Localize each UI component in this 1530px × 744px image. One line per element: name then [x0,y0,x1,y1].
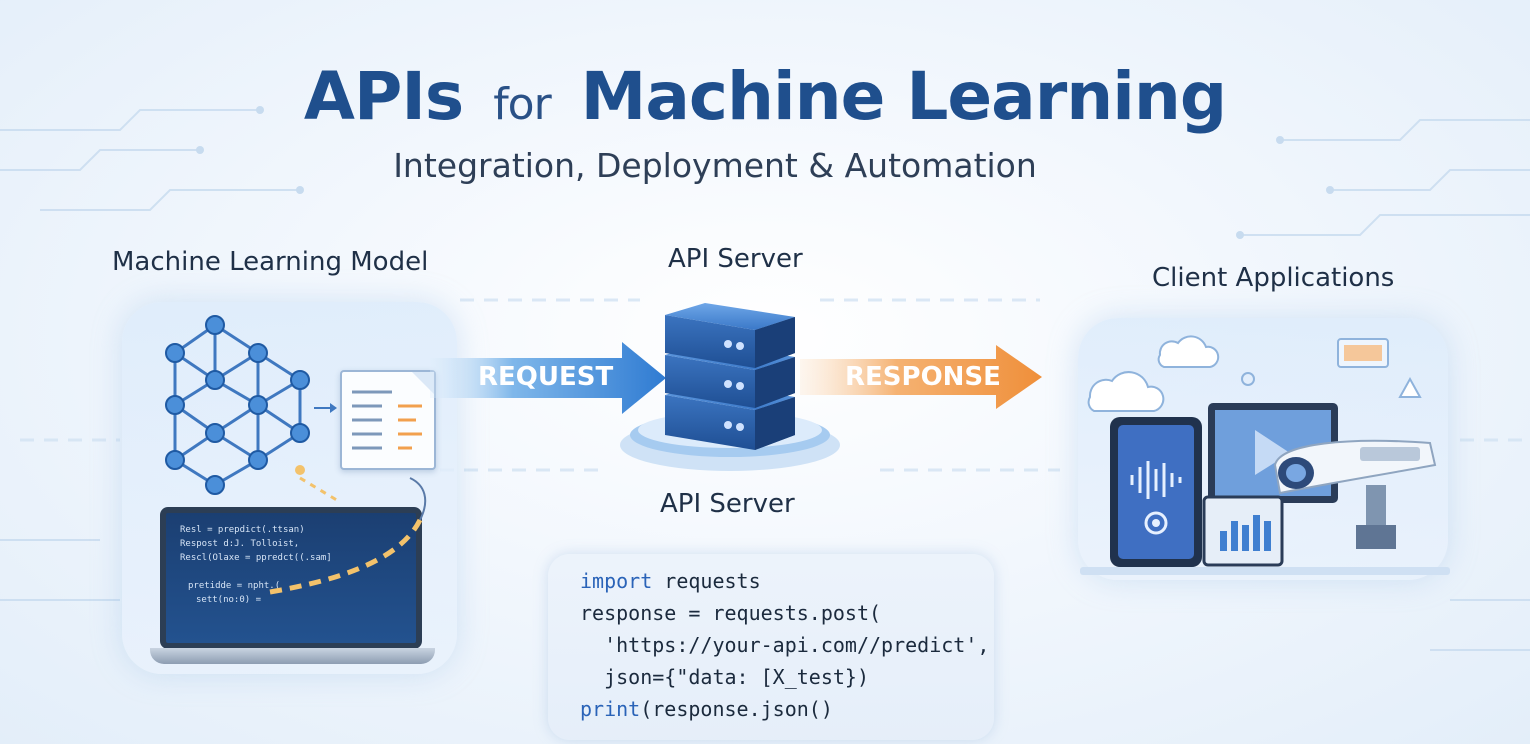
response-arrow [800,345,1042,409]
laptop-code-line: pretidde = npht.( [188,581,281,591]
code-line-4: json={"data: [X_test}) [580,665,869,689]
title-apis: APIs [303,58,464,135]
clients-section-label: Client Applications [1152,263,1395,293]
laptop-screen: Resl = prepdict(.ttsan) Respost d:J. Tol… [160,507,422,649]
laptop-code-line: sett(no:0) = [196,595,262,605]
laptop-code-line: Respost d:J. Tolloist, [180,539,300,549]
laptop-code-line: Rescl(Olaxe = ppredct((.sam] [180,553,332,563]
laptop-code-line: Resl = prepdict(.ttsan) [180,525,305,535]
code-line-1: import requests [580,565,761,597]
request-arrow [430,342,666,414]
page-title: APIs for Machine Learning [0,58,1530,135]
code-text: requests [652,569,761,593]
server-caption: API Server [660,489,795,519]
response-label: RESPONSE [845,362,1001,392]
code-keyword-import: import [580,569,653,593]
code-keyword-print: print [580,697,641,721]
neural-network-icon [165,315,310,495]
code-line-2: response = requests.post( [580,601,882,625]
arrow-to-doc-icon [314,403,337,413]
page-subtitle: Integration, Deployment & Automation [393,146,1037,185]
code-text: (response.json() [640,697,833,721]
title-main: Machine Learning [580,58,1227,135]
code-snippet-box: import requests response = requests.post… [548,554,994,740]
server-icon [620,303,840,471]
request-label: REQUEST [478,362,614,392]
laptop-base [150,648,435,664]
server-section-label: API Server [668,244,803,274]
document-icon [340,370,436,470]
title-for: for [493,79,551,130]
data-flow-curve [269,465,427,595]
code-line-5: print(response.json() [580,693,833,725]
model-section-label: Machine Learning Model [112,247,429,277]
code-line-3: 'https://your-api.com//predict', [580,633,990,657]
client-devices-illustration [1080,335,1450,575]
